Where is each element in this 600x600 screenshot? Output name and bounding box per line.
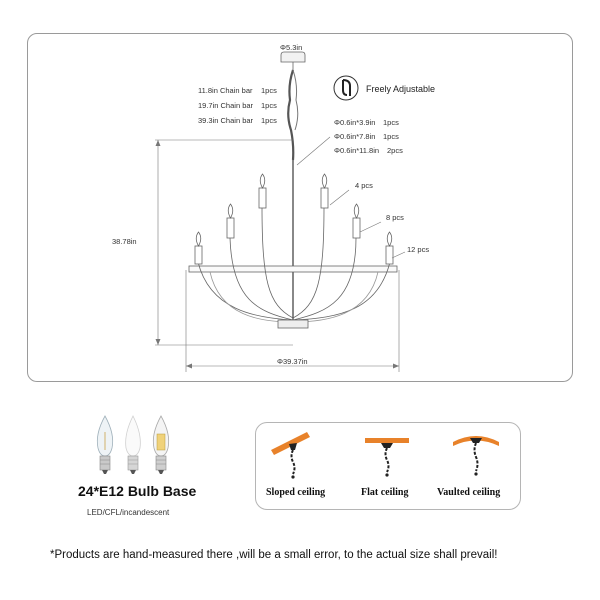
- chain-bar-2-name: 19.7in Chain bar: [198, 101, 254, 110]
- hub: [277, 319, 309, 329]
- width-label: Φ39.37in: [277, 357, 308, 366]
- chain: [287, 69, 295, 161]
- dimension-panel: [27, 33, 573, 382]
- cfl-bulb-icon: [125, 415, 141, 474]
- clear-bulb-icon: [96, 415, 114, 474]
- chain-bar-3-name: 39.3in Chain bar: [198, 116, 254, 125]
- flat-ceiling-icon: [365, 438, 409, 477]
- arm-count-12: 12 pcs: [407, 245, 430, 254]
- bulb-type-subtitle: LED/CFL/incandescent: [87, 508, 170, 517]
- rod-2-name: Φ0.6in*7.8in: [334, 132, 376, 141]
- canopy: [280, 51, 306, 63]
- arm-count-8: 8 pcs: [386, 213, 404, 222]
- chain-bar-1-qty: 1pcs: [261, 86, 277, 95]
- rod-1-name: Φ0.6in*3.9in: [334, 118, 376, 127]
- vaulted-ceiling-icon: [453, 436, 499, 476]
- arm-count-4: 4 pcs: [355, 181, 373, 190]
- chain-bar-1-name: 11.8in Chain bar: [198, 86, 253, 95]
- sloped-ceiling-icon: [271, 432, 310, 479]
- chandelier-drawing: [155, 51, 406, 372]
- rod-3-qty: 2pcs: [387, 146, 403, 155]
- rod-1-qty: 1pcs: [383, 118, 399, 127]
- ceiling-types-panel: [255, 422, 521, 510]
- led-bulb-icon: [152, 415, 170, 474]
- chain-bar-3-qty: 1pcs: [261, 116, 277, 125]
- sloped-ceiling-label: Sloped ceiling: [266, 487, 326, 498]
- chain-bar-2-qty: 1pcs: [261, 101, 277, 110]
- flat-ceiling-label: Flat ceiling: [361, 487, 409, 498]
- adjust-hook-icon: [333, 75, 359, 101]
- vaulted-ceiling-label: Vaulted ceiling: [437, 487, 501, 498]
- height-label: 38.78in: [112, 237, 137, 246]
- rod-3-name: Φ0.6in*11.8in: [334, 146, 380, 155]
- ring: [188, 265, 398, 273]
- bulbs-illustration: [96, 415, 170, 474]
- bulb-base-title: 24*E12 Bulb Base: [78, 483, 197, 499]
- ceiling-illustrations: [271, 432, 499, 479]
- measurement-disclaimer: *Products are hand-measured there ,will …: [50, 549, 498, 561]
- freely-adjustable-label: Freely Adjustable: [366, 84, 436, 94]
- rod-2-qty: 1pcs: [383, 132, 399, 141]
- top-diameter-label: Φ5.3in: [280, 43, 303, 52]
